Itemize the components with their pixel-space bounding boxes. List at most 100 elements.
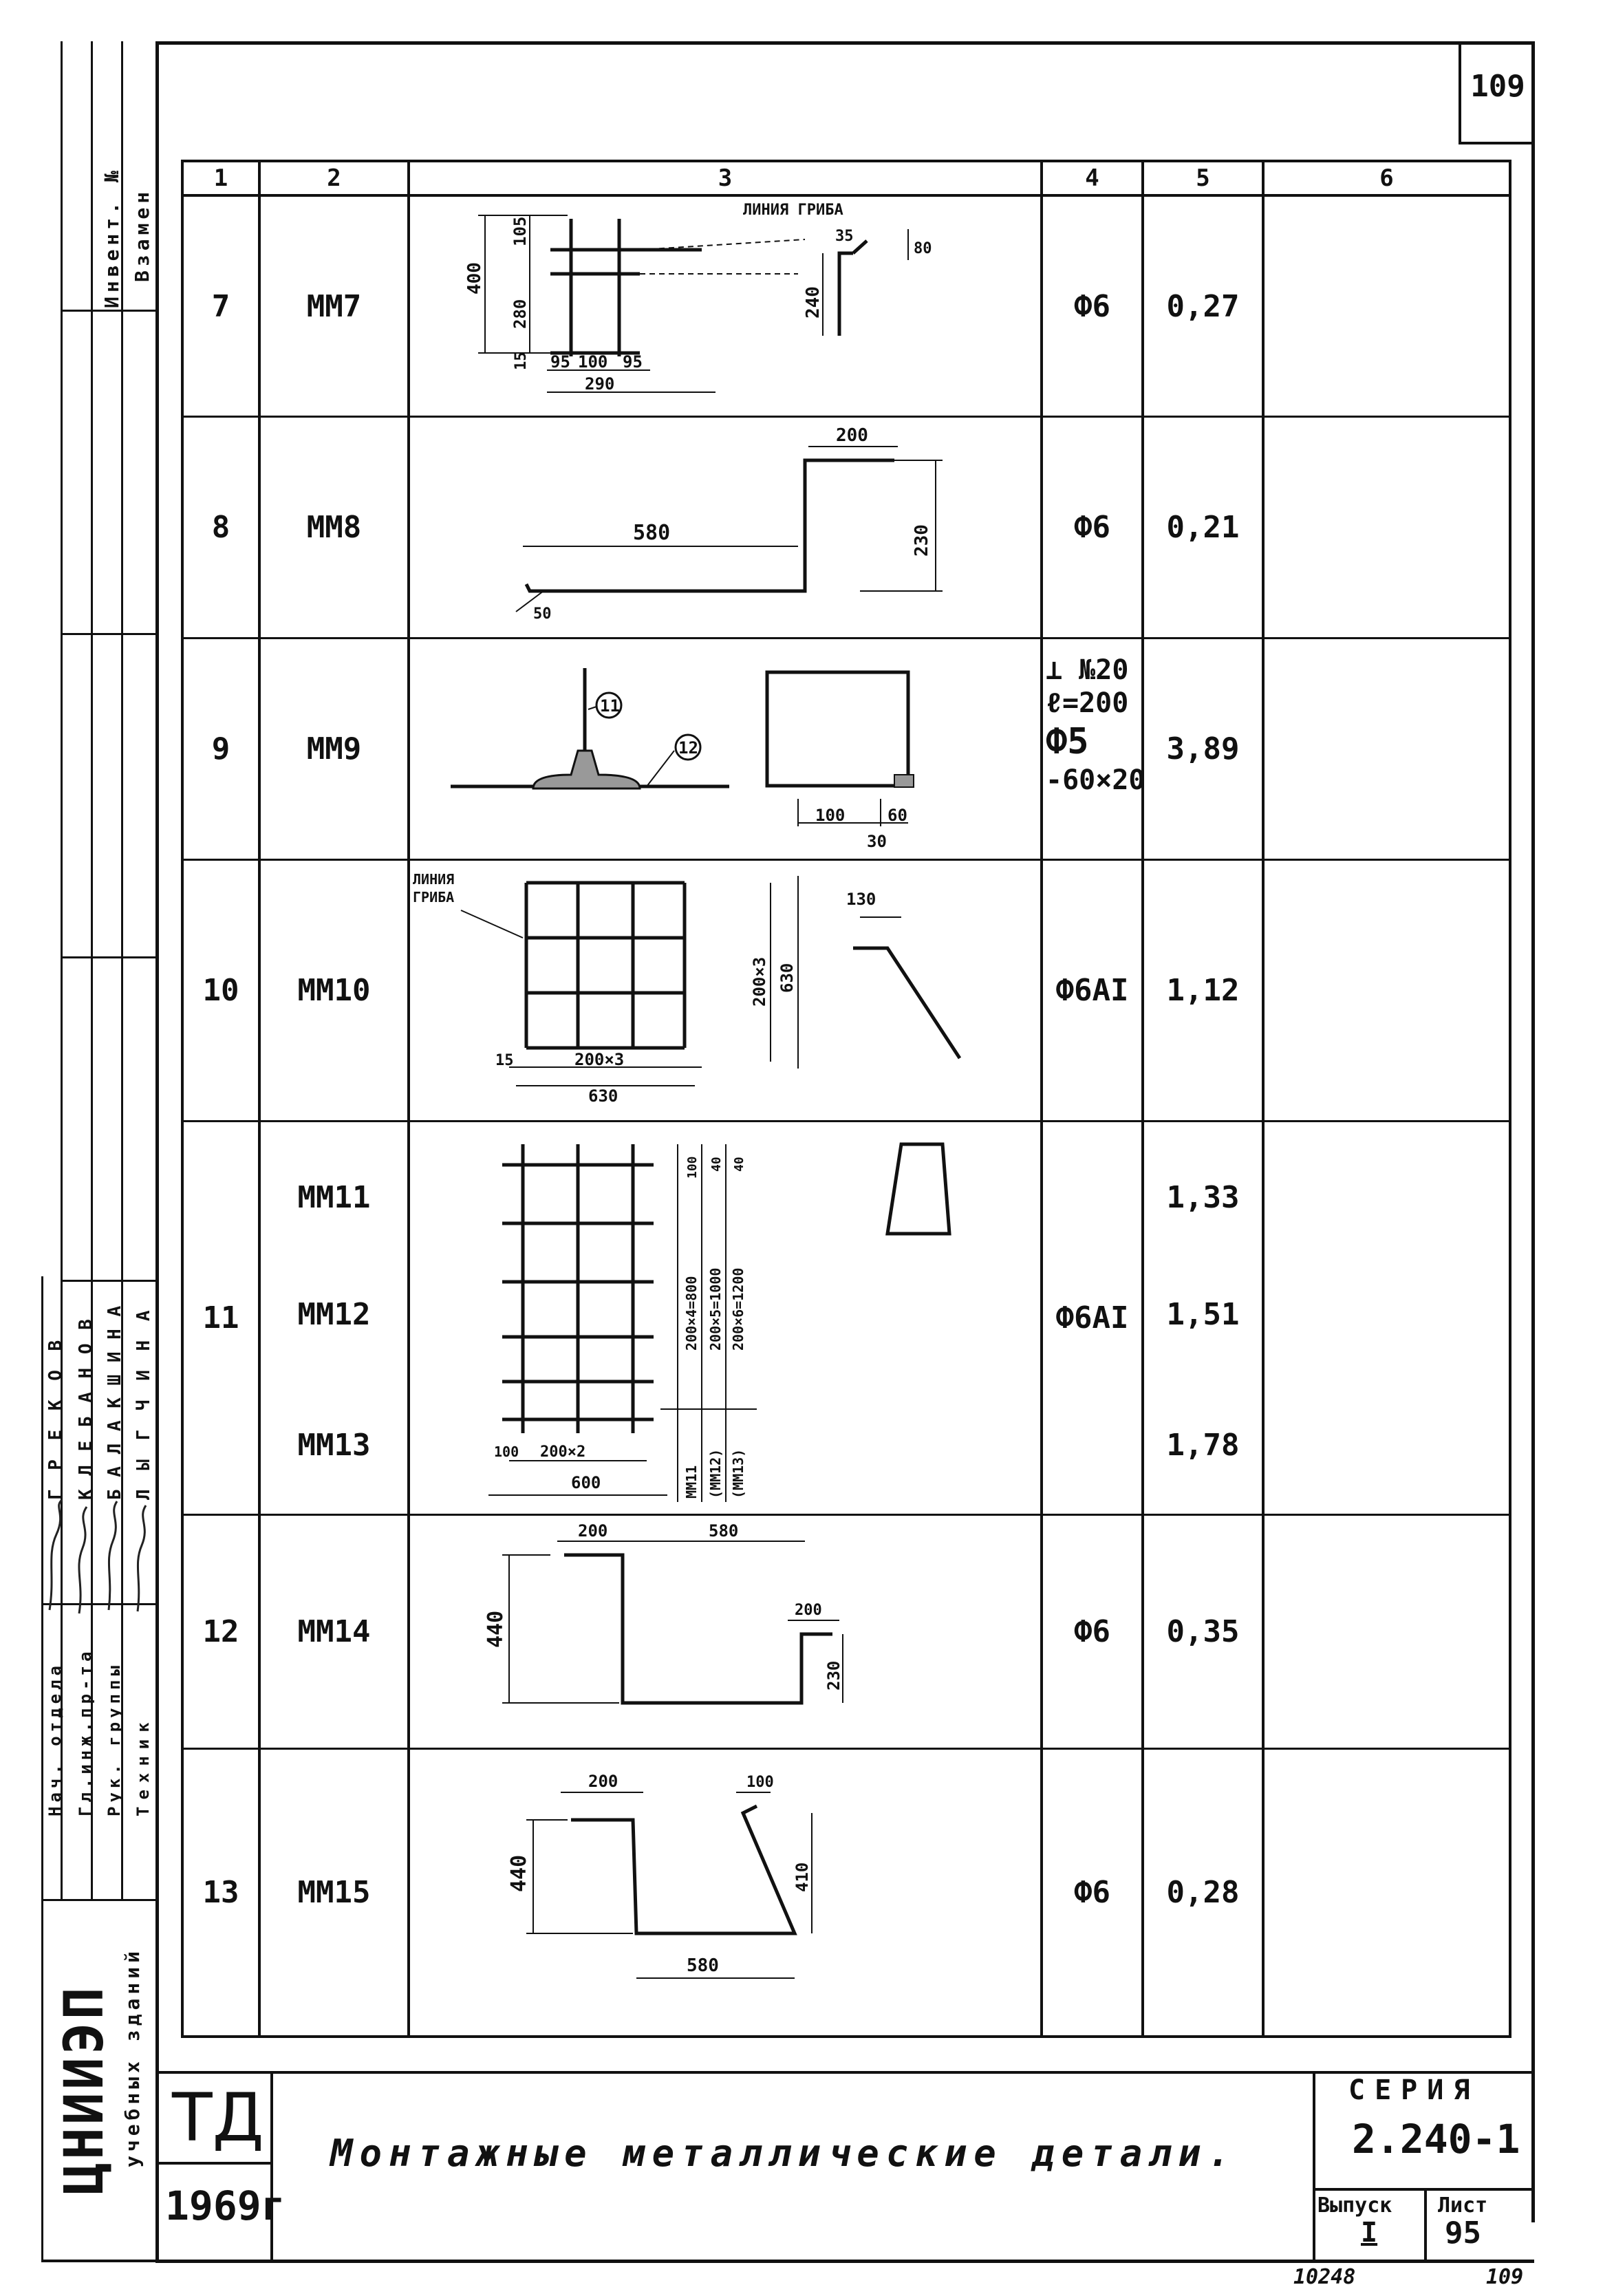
dim-label: 105	[510, 217, 530, 246]
dim-label: 580	[709, 1521, 738, 1541]
stamp-td: ТД	[172, 2079, 264, 2156]
row-number: 8	[211, 510, 230, 545]
org-sub: учебных зданий	[121, 1946, 144, 2167]
material-line: -60×20	[1046, 764, 1145, 796]
sketch-mm14: 200 580 440 200 230	[484, 1521, 843, 1705]
dim-label: 200×5=1000	[707, 1268, 724, 1351]
dim-label: 50	[533, 605, 552, 623]
table-header-cell: 1	[213, 164, 228, 192]
dim-label: 40	[709, 1157, 724, 1172]
org-name: ЦНИИЭП	[54, 1984, 116, 2195]
dim-label: ММ11	[683, 1466, 700, 1499]
mass: 0,28	[1166, 1875, 1240, 1910]
dim-label: 400	[464, 262, 485, 294]
name-grekov: Г Р Е К О В	[45, 1335, 66, 1500]
name-klebanov: К Л Е Б А Н О В	[76, 1318, 96, 1500]
row-number: 11	[202, 1300, 239, 1335]
table-vline	[1040, 160, 1043, 2038]
dim-label: 440	[507, 1855, 531, 1892]
row-number: 7	[211, 288, 230, 324]
dim-label: 200	[588, 1772, 618, 1791]
frame-line	[1313, 2188, 1534, 2191]
frame-line	[61, 1280, 157, 1282]
frame-line	[155, 2071, 1534, 2074]
dim-label: 630	[777, 963, 797, 993]
dim-label: 230	[824, 1661, 843, 1691]
table-hline	[181, 1120, 1511, 1122]
vzamen-label: Взамен	[131, 187, 153, 282]
table-vline	[1262, 160, 1265, 2038]
dim-label: 100	[815, 806, 845, 825]
detail-mark: ММ7	[306, 288, 362, 324]
dim-label: 100	[494, 1444, 519, 1460]
dim-label: 200	[578, 1521, 607, 1541]
dim-label: 280	[510, 299, 530, 329]
frame-line	[155, 41, 159, 2262]
material-line: ⊥ №20	[1046, 654, 1129, 686]
table-header-cell: 5	[1196, 164, 1210, 192]
dim-label: 290	[585, 374, 614, 394]
name-lygchina: Л Ы Г Ч И Н А	[133, 1306, 154, 1501]
dim-label: ЛИНИЯ	[413, 871, 454, 888]
dim-label: 95	[623, 352, 643, 372]
list-label: Лист	[1438, 2193, 1488, 2218]
sketch-mm10: ЛИНИЯ ГРИБА 200×3 630 15 130 200×3 630	[413, 871, 962, 1106]
vypusk-label: Выпуск	[1317, 2193, 1392, 2218]
table-vline	[407, 160, 410, 2038]
frame-line	[61, 41, 63, 1899]
frame-line	[61, 956, 157, 958]
list-value: 95	[1445, 2215, 1481, 2251]
dim-label: 600	[571, 1473, 601, 1492]
detail-mark: ММ10	[297, 973, 371, 1008]
frame-line	[1424, 2188, 1427, 2262]
material: Ф6	[1074, 510, 1110, 545]
material: Ф6АI	[1055, 1300, 1129, 1335]
mass: 1,12	[1166, 973, 1240, 1008]
dim-label: 580	[687, 1955, 719, 1976]
dim-label: 200×2	[540, 1444, 585, 1461]
dim-label: 100	[578, 352, 607, 372]
dim-label: 630	[588, 1086, 618, 1106]
material: Ф6	[1074, 1875, 1110, 1910]
frame-line	[1459, 41, 1461, 144]
frame-line	[41, 1902, 43, 2260]
dim-label: 230	[912, 524, 932, 557]
frame-line	[61, 310, 157, 312]
material: ⊥ №20 ℓ=200 Ф5 -60×20	[1046, 654, 1145, 797]
mass: 1,78	[1166, 1427, 1240, 1463]
seria-value: 2.240-1	[1352, 2116, 1520, 2163]
detail-mark: ММ15	[297, 1875, 371, 1910]
row-number: 9	[211, 731, 230, 766]
callout-number: 12	[678, 738, 698, 758]
dim-label: 130	[846, 890, 876, 909]
table-vline	[1509, 160, 1511, 2038]
frame-line	[41, 2260, 158, 2262]
detail-mark: ММ8	[306, 510, 362, 545]
table-header-cell: 4	[1085, 164, 1099, 192]
role-ruk-gruppy: Рук. группы	[105, 1662, 124, 1816]
frame-line	[1531, 41, 1535, 2222]
dim-label: 35	[835, 228, 854, 245]
row-number: 13	[202, 1875, 239, 1910]
frame-line	[155, 2260, 1534, 2263]
sketch-mm8: 200 580 230 50	[515, 425, 943, 623]
callout-number: 11	[600, 696, 620, 716]
table-vline	[258, 160, 261, 2038]
frame-line	[41, 1899, 158, 1901]
dim-label: 15	[495, 1052, 514, 1069]
material-line: ℓ=200	[1046, 687, 1129, 719]
invent-number-label: Инвент. №	[100, 167, 123, 308]
table-hline	[181, 637, 1511, 639]
dim-label: (ММ12)	[707, 1449, 724, 1499]
table-hline	[181, 2035, 1511, 2038]
role-nach-otdela: Нач. отдела	[45, 1662, 65, 1816]
detail-mark: ММ11	[297, 1179, 371, 1215]
sketch-mm9: 11 12 100 30 60	[451, 668, 914, 851]
mass: 0,27	[1166, 288, 1240, 324]
detail-mark: ММ12	[297, 1296, 371, 1332]
frame-line	[41, 1276, 43, 1902]
sketch-mm11-13: 100 200×2 600 200×4=800 200×5=1000 200×6…	[488, 1142, 951, 1502]
detail-mark: ММ9	[306, 731, 362, 766]
frame-line	[1313, 2071, 1315, 2262]
dim-label: 200×6=1200	[730, 1268, 746, 1351]
